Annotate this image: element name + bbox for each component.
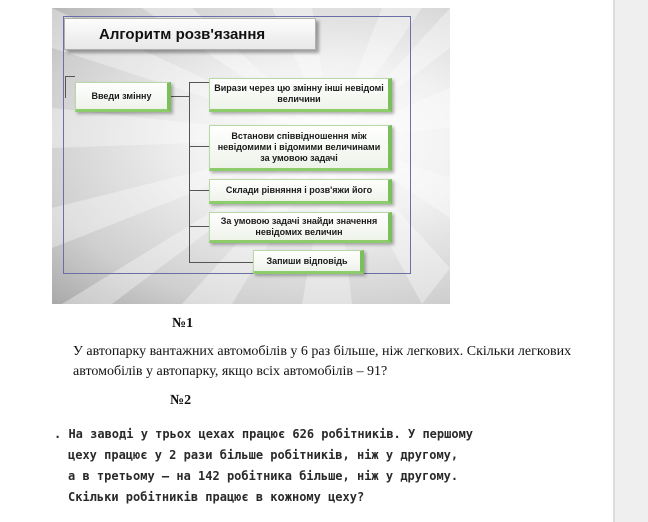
step-set-relations: Встанови співвідношення між невідомими і… (209, 125, 392, 171)
problem-2-scanned-text: . На заводі у трьох цехах працює 626 роб… (54, 424, 494, 508)
diagram-frame (63, 16, 411, 274)
connector-left-vertical (65, 76, 66, 98)
connector-to-express (189, 82, 209, 83)
algorithm-title: Алгоритм розв'язання (64, 18, 316, 50)
step-find-values: За умовою задачі знайди значення невідом… (209, 212, 392, 243)
step-make-equation: Склади рівняння і розв'яжи його (209, 179, 392, 204)
problem-2-line: а в третьому — на 142 робітника більше, … (68, 469, 459, 483)
problem-1-text: У автопарку вантажних автомобілів у 6 ра… (73, 344, 572, 379)
connector-left-horizontal (65, 76, 75, 77)
connector-to-relations (189, 146, 209, 147)
right-sidebar (615, 0, 648, 522)
step-express-unknowns: Вирази через цю змінну інші невідомі вел… (209, 78, 392, 112)
connector-main-vertical (189, 82, 190, 262)
problem-2-line: Скільки робітників працює в кожному цеху… (68, 490, 365, 504)
connector-to-equation (189, 190, 209, 191)
problem-2-number: №2 (170, 393, 192, 408)
problem-1-number: №1 (172, 316, 194, 331)
problem-2-line: цеху працює у 2 рази більше робітників, … (68, 448, 459, 462)
connector-to-find (189, 226, 209, 227)
step-enter-variable: Введи змінну (75, 82, 171, 112)
sidebar-divider (613, 0, 615, 522)
algorithm-slide-image: Алгоритм розв'язання Введи змінну Вирази… (52, 8, 450, 304)
connector-to-answer (189, 262, 253, 263)
problem-2-line: . На заводі у трьох цехах працює 626 роб… (54, 427, 474, 441)
connector-main-horizontal (170, 96, 190, 97)
step-write-answer: Запиши відповідь (253, 250, 364, 274)
